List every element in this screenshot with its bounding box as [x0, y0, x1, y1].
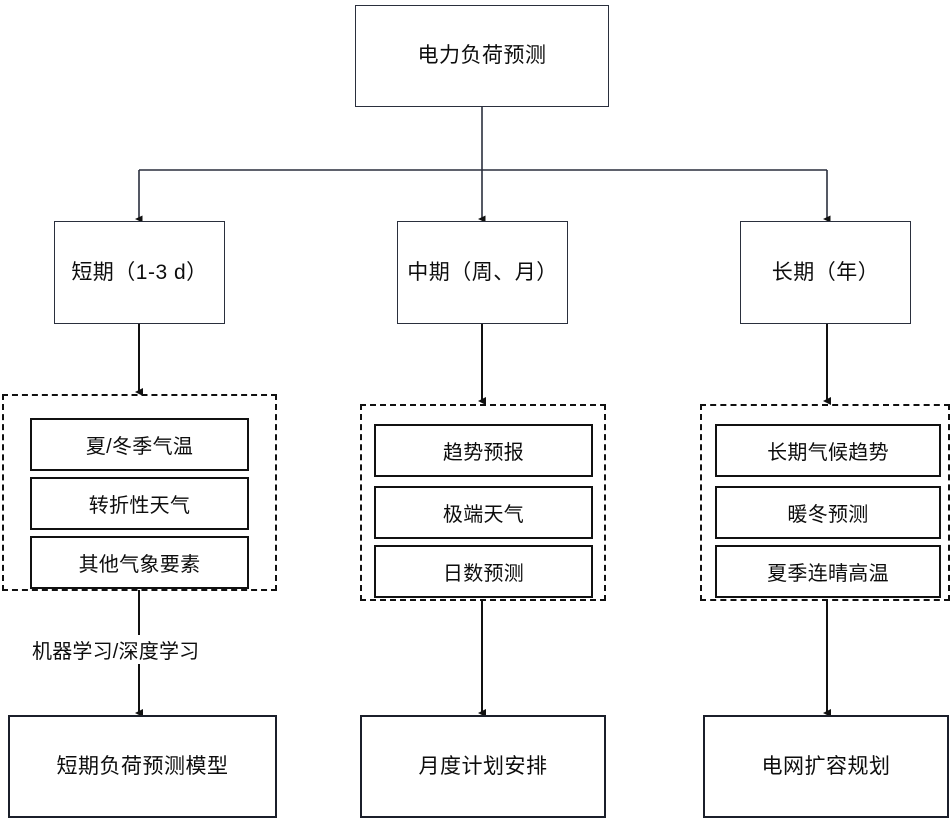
- node-root[interactable]: 电力负荷预测: [355, 5, 609, 107]
- sub-box-medium-term-3[interactable]: 日数预测: [374, 545, 593, 598]
- group-medium-term-factors: [360, 404, 606, 601]
- sub-box-short-term-3-label: 其他气象要素: [78, 554, 201, 576]
- group-short-term-factors: [2, 394, 277, 591]
- sub-box-medium-term-2[interactable]: 极端天气: [374, 486, 593, 539]
- sub-box-short-term-1-label: 夏/冬季气温: [85, 436, 194, 458]
- node-medium-term-label: 中期（周、月）: [407, 260, 558, 284]
- node-medium-term-outcome[interactable]: 月度计划安排: [360, 715, 606, 818]
- sub-box-medium-term-1[interactable]: 趋势预报: [374, 424, 593, 477]
- sub-box-long-term-3[interactable]: 夏季连晴高温: [715, 545, 941, 598]
- edge-label-machine-learning: 机器学习/深度学习: [30, 635, 202, 664]
- node-medium-term-outcome-label: 月度计划安排: [418, 754, 548, 778]
- sub-box-long-term-3-label: 夏季连晴高温: [767, 563, 889, 585]
- node-long-term-outcome-label: 电网扩容规划: [761, 754, 891, 778]
- sub-box-short-term-2[interactable]: 转折性天气: [30, 477, 249, 530]
- node-short-term-label: 短期（1-3 d）: [71, 260, 208, 284]
- sub-box-short-term-2-label: 转折性天气: [88, 495, 191, 517]
- node-short-term[interactable]: 短期（1-3 d）: [54, 221, 225, 324]
- node-short-term-outcome-label: 短期负荷预测模型: [56, 754, 229, 778]
- sub-box-medium-term-2-label: 极端天气: [442, 504, 525, 526]
- sub-box-long-term-2-label: 暖冬预测: [787, 504, 869, 526]
- node-root-label: 电力负荷预测: [417, 44, 547, 68]
- sub-box-long-term-1[interactable]: 长期气候趋势: [715, 424, 941, 477]
- node-long-term-outcome[interactable]: 电网扩容规划: [703, 715, 949, 818]
- sub-box-medium-term-3-label: 日数预测: [442, 563, 525, 585]
- node-long-term[interactable]: 长期（年）: [740, 221, 911, 324]
- node-long-term-label: 长期（年）: [771, 260, 880, 284]
- sub-box-short-term-3[interactable]: 其他气象要素: [30, 536, 249, 589]
- sub-box-long-term-2[interactable]: 暖冬预测: [715, 486, 941, 539]
- node-short-term-outcome[interactable]: 短期负荷预测模型: [8, 715, 277, 818]
- sub-box-long-term-1-label: 长期气候趋势: [767, 442, 889, 464]
- sub-box-short-term-1[interactable]: 夏/冬季气温: [30, 418, 249, 471]
- sub-box-medium-term-1-label: 趋势预报: [442, 442, 525, 464]
- group-long-term-factors: [700, 404, 950, 601]
- node-medium-term[interactable]: 中期（周、月）: [397, 221, 568, 324]
